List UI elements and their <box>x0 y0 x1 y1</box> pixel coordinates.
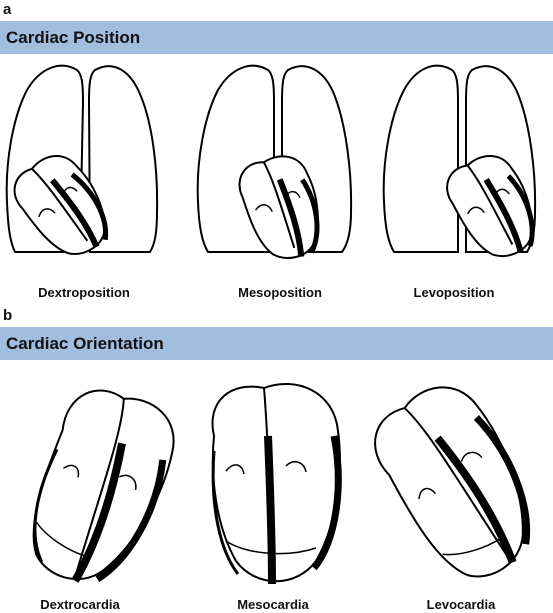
caption-levocardia: Levocardia <box>426 597 496 612</box>
heart <box>10 376 189 599</box>
heart <box>212 384 339 584</box>
caption-mesocardia: Mesocardia <box>237 597 309 612</box>
caption-levoposition: Levoposition <box>413 285 495 300</box>
caption-dextroposition: Dextroposition <box>38 285 130 300</box>
mesoposition-illustration <box>196 62 361 272</box>
mesocardia-illustration <box>196 376 356 596</box>
panel-b-label: b <box>3 307 13 324</box>
left-lung <box>89 66 157 252</box>
panel-a-label: a <box>3 1 12 18</box>
caption-mesoposition: Mesoposition <box>238 285 322 300</box>
heart <box>360 371 553 596</box>
dextroposition-illustration <box>5 62 165 272</box>
dextrocardia-illustration <box>14 376 174 596</box>
panel-a-banner: Cardiac Position <box>0 21 553 54</box>
panel-b-banner: Cardiac Orientation <box>0 327 553 360</box>
heart <box>440 147 545 269</box>
heart <box>6 145 120 270</box>
heart <box>235 151 327 266</box>
levocardia-illustration <box>372 376 537 596</box>
levoposition-illustration <box>382 62 547 272</box>
caption-dextrocardia: Dextrocardia <box>40 597 120 612</box>
right-lung <box>384 66 458 252</box>
